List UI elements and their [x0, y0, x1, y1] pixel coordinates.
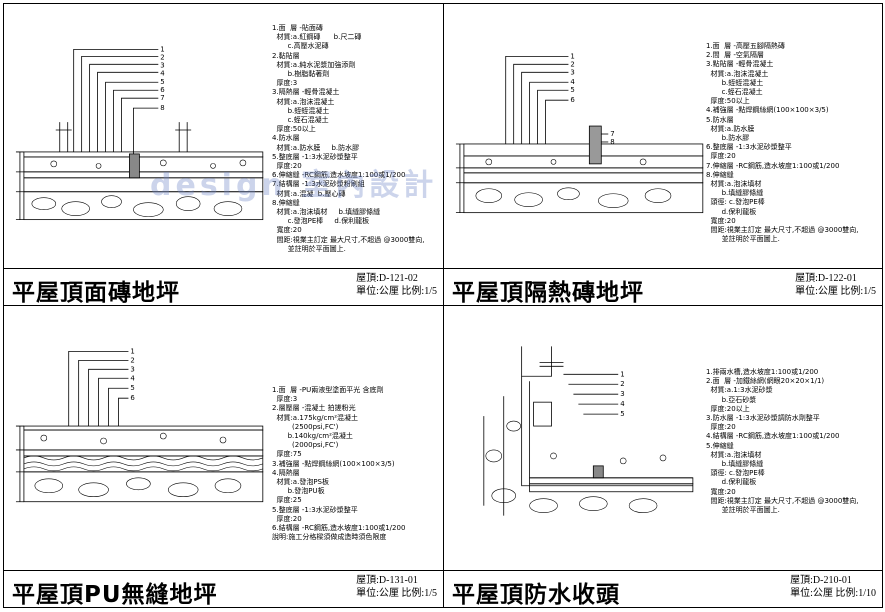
spec-notes: 1.面 層 -PU兩液型塗面平光 含底劑 厚度:3 2.層壓層 -混凝土 拍搓粉… — [272, 386, 406, 542]
panel-title: 平屋頂面磚地坪 — [12, 280, 180, 306]
callout-7: 7 — [160, 94, 164, 102]
unit-scale: 單位:公厘 比例:1/5 — [356, 286, 437, 297]
callout-7: 7 — [610, 130, 614, 138]
callout-4: 4 — [160, 69, 165, 77]
callout-1: 1 — [570, 52, 574, 60]
title-block: 平屋頂防水收頭 屋頂:D-210-01 單位:公厘 比例:1/10 — [444, 570, 882, 607]
section-drawing: 1 2 3 4 5 6 — [4, 306, 443, 571]
callout-5: 5 — [130, 384, 134, 392]
title-block: 平屋頂面磚地坪 屋頂:D-121-02 單位:公厘 比例:1/5 — [4, 268, 443, 305]
callout-3: 3 — [130, 365, 134, 373]
callout-3: 3 — [160, 61, 164, 69]
panel-waterproof-edge: 1 2 3 4 5 1.排兩水槽,造水坡度1:100或1/200 2.面 層 -… — [443, 305, 883, 608]
section-drawing: 1 2 3 4 5 — [444, 306, 882, 571]
callout-2: 2 — [570, 60, 574, 68]
drawing-code-block: 屋頂:D-122-01 單位:公厘 比例:1/5 — [795, 272, 876, 298]
spec-notes: 1.面 層 -貼面磚 材質:a.紅鋼磚 b.尺二磚 c.高壓水泥磚 2.黏貼層 … — [272, 24, 425, 253]
drawing-code: 屋頂:D-131-01 — [356, 575, 418, 586]
callout-4: 4 — [570, 78, 575, 86]
drawing-code: 屋頂:D-121-02 — [356, 273, 418, 284]
section-svg: 1 2 3 4 5 6 7 8 — [15, 45, 264, 221]
drawing-code: 屋頂:D-122-01 — [795, 273, 857, 284]
callout-2: 2 — [620, 380, 624, 388]
drawing-code-block: 屋頂:D-210-01 單位:公厘 比例:1/10 — [790, 574, 876, 600]
callout-6: 6 — [130, 394, 134, 402]
section-drawing: 1 2 3 4 5 6 7 8 — [4, 4, 443, 269]
title-block: 平屋頂隔熱磚地坪 屋頂:D-122-01 單位:公厘 比例:1/5 — [444, 268, 882, 305]
callout-5: 5 — [570, 86, 574, 94]
section-svg: 1 2 3 4 5 6 — [15, 347, 264, 503]
callout-8: 8 — [160, 104, 164, 112]
title-block: 平屋頂PU無縫地坪 屋頂:D-131-01 單位:公厘 比例:1/5 — [4, 570, 443, 607]
drawing-code-block: 屋頂:D-131-01 單位:公厘 比例:1/5 — [356, 574, 437, 600]
callout-2: 2 — [130, 356, 134, 364]
panel-tile-roof-floor: 1 2 3 4 5 6 7 8 1.面 層 -貼面磚 材質:a.紅鋼磚 b.尺二… — [3, 3, 444, 306]
section-svg: 1 2 3 4 5 6 7 8 — [455, 52, 704, 214]
section-drawing: 1 2 3 4 5 6 7 8 — [444, 4, 882, 269]
spec-notes: 1.面 層 -高壓五腳隔熱磚 2.間 層 -空氣隔層 3.點貼層 -輕骨混凝土 … — [706, 42, 859, 244]
callout-1: 1 — [160, 45, 164, 53]
callout-3: 3 — [620, 390, 624, 398]
callout-6: 6 — [570, 96, 574, 104]
callout-8: 8 — [610, 138, 614, 146]
callout-4: 4 — [130, 374, 135, 382]
spec-notes: 1.排兩水槽,造水坡度1:100或1/200 2.面 層 -加鐵絲網(網眼20×… — [706, 368, 859, 515]
callout-5: 5 — [160, 78, 164, 86]
unit-scale: 單位:公厘 比例:1/5 — [356, 588, 437, 599]
panel-title: 平屋頂防水收頭 — [452, 582, 620, 608]
callout-2: 2 — [160, 53, 164, 61]
panel-pu-seamless-floor: 1 2 3 4 5 6 1.面 層 -PU兩液型塗面平光 含底劑 厚度:3 2.… — [3, 305, 444, 608]
callout-1: 1 — [130, 347, 134, 355]
section-svg: 1 2 3 4 5 — [483, 346, 694, 516]
unit-scale: 單位:公厘 比例:1/5 — [795, 286, 876, 297]
callout-3: 3 — [570, 68, 574, 76]
drawing-code: 屋頂:D-210-01 — [790, 575, 852, 586]
panel-title: 平屋頂隔熱磚地坪 — [452, 280, 644, 306]
drawing-code-block: 屋頂:D-121-02 單位:公厘 比例:1/5 — [356, 272, 437, 298]
panel-insulated-tile-floor: 1 2 3 4 5 6 7 8 1.面 層 -高壓五腳隔熱磚 2.間 層 -空氣… — [443, 3, 883, 306]
callout-1: 1 — [620, 370, 624, 378]
panel-title: 平屋頂PU無縫地坪 — [12, 582, 218, 608]
unit-scale: 單位:公厘 比例:1/10 — [790, 588, 876, 599]
callout-5: 5 — [620, 410, 624, 418]
callout-6: 6 — [160, 86, 164, 94]
callout-4: 4 — [620, 400, 625, 408]
